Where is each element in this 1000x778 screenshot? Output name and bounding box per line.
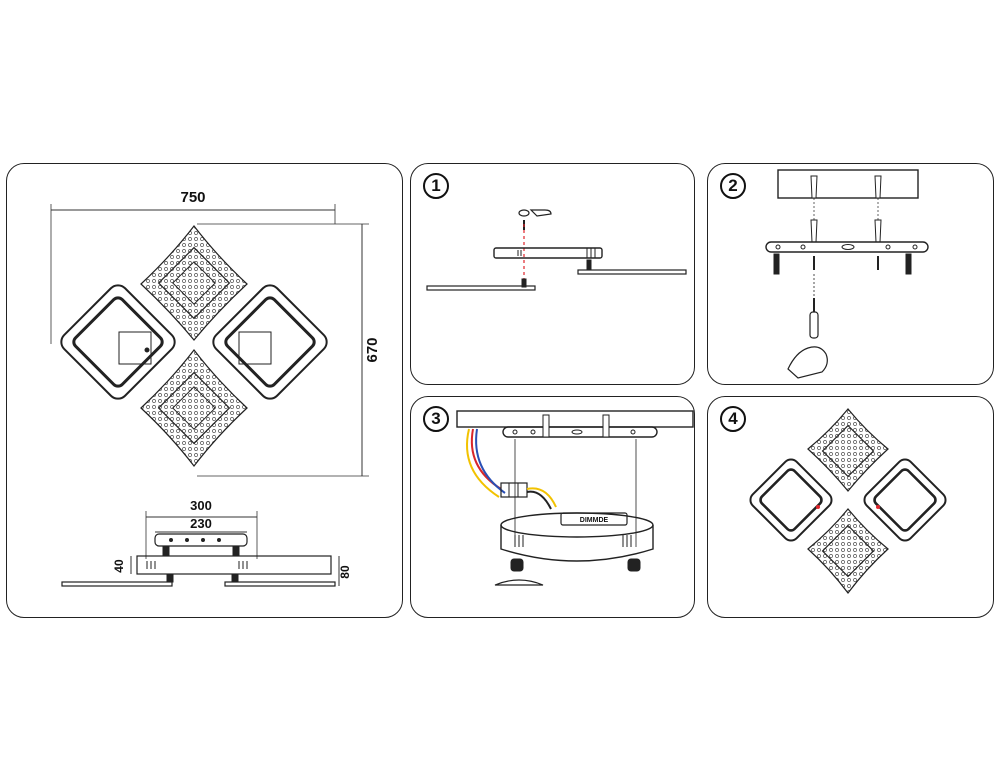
ceiling — [777, 169, 919, 199]
dimension-drawing: 750 670 3 — [50, 189, 381, 587]
assembled-fixture — [749, 408, 947, 594]
step-3-drawing: DIMMDE — [456, 410, 694, 586]
fixture-top-view — [60, 225, 328, 467]
step-4-badge: 4 — [720, 406, 746, 432]
step-3-parts: DIMMDE — [456, 410, 694, 586]
step-2-panel: 2 — [707, 163, 994, 385]
step-1-parts — [426, 209, 687, 291]
mounting-bar — [502, 426, 658, 438]
dimension-panel: 750 670 3 — [6, 163, 403, 618]
wire-blue — [475, 428, 506, 494]
step-2-parts — [765, 169, 929, 379]
screwdriver-icon — [809, 311, 819, 339]
step-1-badge: 1 — [423, 173, 449, 199]
width-label: 750 — [180, 189, 205, 206]
step-4-panel: 4 — [707, 396, 994, 618]
driver-label: DIMMDE — [580, 517, 609, 524]
canopy-inner-label: 230 — [190, 516, 212, 531]
step-1-drawing — [426, 209, 687, 291]
step-3-panel: 3 DIMMDE — [410, 396, 695, 618]
step-1-panel: 1 — [410, 163, 695, 385]
hand-icon — [787, 346, 828, 379]
canopy-outer-label: 300 — [190, 498, 212, 513]
terminal-block — [500, 482, 528, 498]
fixture-side-view — [61, 533, 336, 587]
step-2-drawing — [765, 169, 929, 379]
height-label: 670 — [364, 337, 381, 362]
step-2-badge: 2 — [720, 173, 746, 199]
step-4-drawing — [749, 408, 947, 594]
step-3-badge: 3 — [423, 406, 449, 432]
side-height-total-label: 80 — [338, 565, 352, 579]
ceiling — [456, 410, 694, 428]
mounting-bar — [765, 241, 929, 253]
side-height-small-label: 40 — [112, 559, 126, 573]
wire-yellow — [466, 428, 500, 498]
